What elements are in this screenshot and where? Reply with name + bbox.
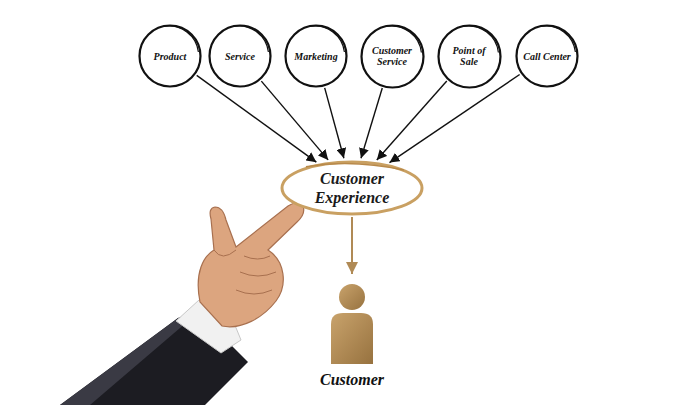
touchpoint-circle: Call Center <box>515 24 579 88</box>
touchpoint-circle: Point of Sale <box>437 24 502 89</box>
connector-arrow <box>390 74 520 162</box>
connector-arrow <box>197 75 317 162</box>
thumb-crease <box>214 250 236 256</box>
finger-crease <box>240 272 276 276</box>
touchpoint-label: Product <box>154 51 187 62</box>
pointing-hand <box>60 203 304 405</box>
touchpoint-circle: Customer Service <box>360 24 425 89</box>
connector-arrow <box>361 88 382 158</box>
customer-figure: Customer <box>302 276 402 389</box>
touchpoint-circle: Marketing <box>284 24 348 88</box>
touchpoint-label: Point of Sale <box>443 45 495 67</box>
connector-arrow <box>325 88 344 158</box>
customer-label: Customer <box>320 370 384 389</box>
experience-label: Customer Experience <box>300 169 404 207</box>
person-head <box>339 284 365 310</box>
sleeve-highlight <box>60 315 194 405</box>
touchpoint-label: Marketing <box>294 51 337 62</box>
connector-arrow <box>351 217 353 274</box>
touchpoint-label: Call Center <box>523 51 571 62</box>
person-icon <box>322 284 382 364</box>
finger-crease <box>244 256 270 259</box>
person-body <box>331 313 373 364</box>
touchpoint-circle: Product <box>138 24 202 88</box>
hand <box>198 203 304 327</box>
connector-arrow <box>261 81 328 160</box>
touchpoint-circle: Service <box>208 24 272 88</box>
finger-crease <box>236 290 272 294</box>
touchpoint-label: Service <box>225 51 255 62</box>
ellipse-outline <box>280 160 424 216</box>
experience-ellipse: Customer Experience <box>280 160 424 216</box>
touchpoint-label: Customer Service <box>366 45 418 67</box>
